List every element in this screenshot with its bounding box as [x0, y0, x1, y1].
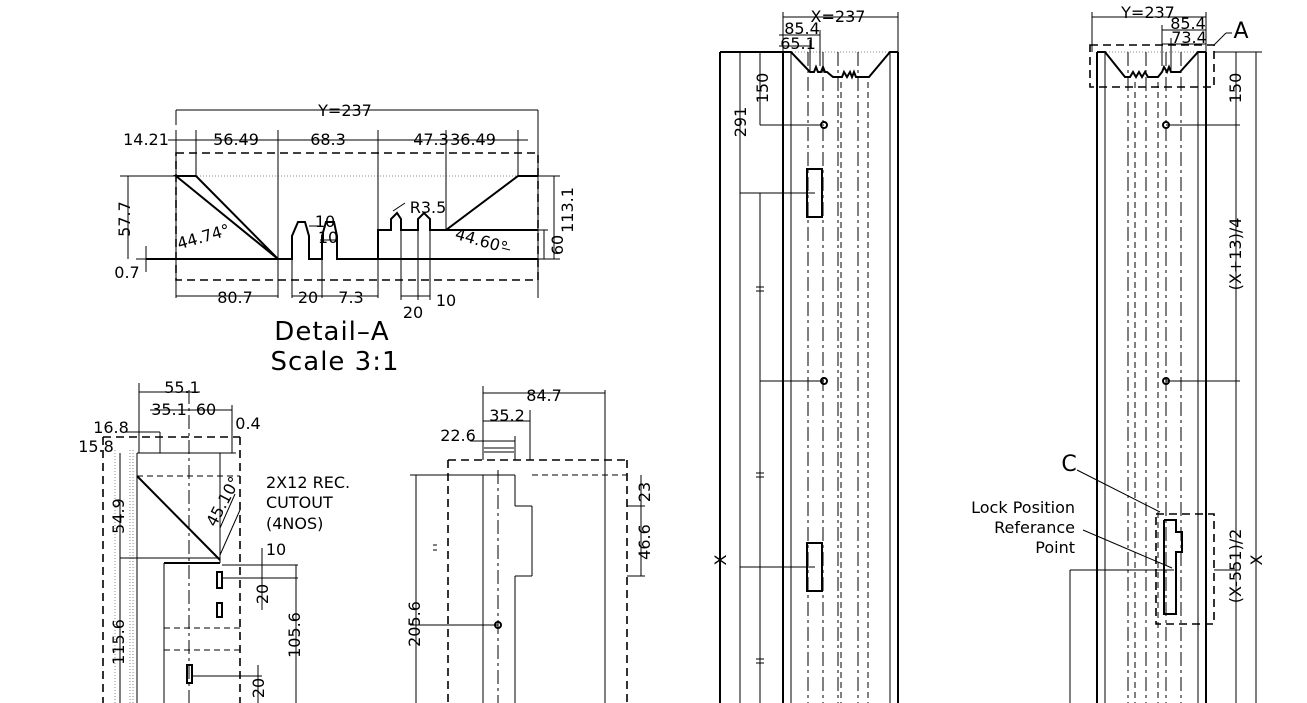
detail-a-dim-60: 60	[548, 235, 567, 255]
left-view-dim-55-1: 55.1	[164, 378, 200, 397]
detail-a-dim-56-49: 56.49	[213, 130, 259, 149]
mid-view-dim-205-6: 205.6	[405, 601, 424, 647]
detail-a-angle-left: 44.74°	[175, 220, 232, 253]
right-view-1-dim-65-1: 65.1	[780, 34, 816, 53]
detail-a-dim-14-21: 14.21	[123, 130, 169, 149]
detail-a-dim-57-7: 57.7	[115, 201, 134, 237]
lock-note-line-1: Lock Position	[971, 498, 1075, 517]
cutout-note-line-3: (4NOS)	[266, 514, 323, 533]
mid-view: 84.7 35.2 22.6 23 46.6 205.6	[405, 386, 654, 703]
mid-view-dim-35-2: 35.2	[489, 406, 525, 425]
detail-a-dim-20a: 20	[298, 288, 318, 307]
right-view-2-length: X	[1247, 554, 1266, 565]
detail-a-scale: Scale 3:1	[270, 347, 399, 377]
callout-a: A	[1233, 19, 1248, 44]
right-view-1: X=237 85.4 65.1 150 291 X	[711, 7, 899, 703]
mid-view-dim-84-7: 84.7	[526, 386, 562, 405]
left-view-dim-105-6: 105.6	[285, 612, 304, 658]
right-view-2: Y=237 85.4 73.4 150 (X+13)/4 (X-551)/2 X…	[971, 3, 1266, 703]
left-view: 55.1 35.1 60 0.4 16.8 15.8 54.9 45.10° 1…	[78, 378, 350, 703]
mid-view-dim-46-6: 46.6	[635, 524, 654, 560]
left-view-dim-35-1: 35.1	[151, 400, 187, 419]
detail-a-frame	[175, 152, 539, 281]
detail-a-dim-36-49: 36.49	[450, 130, 496, 149]
right-view-1-dim-150: 150	[753, 73, 772, 104]
callout-c: C	[1061, 452, 1076, 477]
detail-a-dim-0-7: 0.7	[114, 263, 139, 282]
left-view-dim-60: 60	[196, 400, 216, 419]
detail-a-dim-68-3: 68.3	[310, 130, 346, 149]
right-view-1-length: X	[711, 554, 730, 565]
detail-a-profile	[146, 175, 538, 260]
right-view-1-dim-291: 291	[731, 107, 750, 138]
detail-a-dim-80-7: 80.7	[217, 288, 253, 307]
detail-a-width-dim: Y=237	[317, 101, 372, 120]
right-view-1-dim-85-4: 85.4	[784, 19, 820, 38]
left-view-dim-20b: 20	[249, 678, 268, 698]
left-view-dim-15-8: 15.8	[78, 437, 114, 456]
right-view-2-dim-half: (X-551)/2	[1226, 529, 1245, 604]
detail-a-dim-113-1: 113.1	[558, 187, 577, 233]
left-view-angle: 45.10°	[202, 473, 244, 529]
left-view-dim-16-8: 16.8	[93, 418, 129, 437]
right-view-2-width: Y=237	[1120, 3, 1175, 22]
mid-view-dim-23: 23	[635, 482, 654, 502]
left-view-dim-10: 10	[266, 540, 286, 559]
lock-note-line-3: Point	[1035, 538, 1075, 557]
detail-a-slot-10b: 10	[318, 228, 338, 247]
detail-a-slot-10a: 10	[315, 212, 335, 231]
detail-a-dim-20b: 20	[403, 303, 423, 322]
right-view-2-dim-73-4: 73.4	[1171, 28, 1207, 47]
left-view-dim-0-4: 0.4	[235, 414, 260, 433]
left-view-dim-115-6: 115.6	[109, 619, 128, 665]
cutout-note-line-2: CUTOUT	[266, 493, 333, 512]
detail-a-dim-47-3: 47.3	[413, 130, 449, 149]
cutout-note-line-1: 2X12 REC.	[266, 473, 350, 492]
right-view-2-dim-quarter: (X+13)/4	[1226, 218, 1245, 291]
detail-a: Y=237 14.21 56.49 68.3 47.3 36.49 57.7 0…	[114, 101, 577, 377]
detail-a-dim-7-3: 7.3	[338, 288, 363, 307]
left-view-dim-54-9: 54.9	[109, 498, 128, 534]
right-view-1-width: X=237	[811, 7, 866, 26]
right-view-2-dim-150: 150	[1226, 73, 1245, 104]
detail-a-title: Detail–A	[274, 317, 389, 347]
detail-a-radius: R3.5	[410, 198, 447, 217]
right-view-2-dim-85-4: 85.4	[1170, 14, 1206, 33]
lock-note-line-2: Referance	[994, 518, 1075, 537]
detail-a-dim-10: 10	[436, 291, 456, 310]
left-view-dim-20a: 20	[253, 584, 272, 604]
mid-view-dim-22-6: 22.6	[440, 426, 476, 445]
